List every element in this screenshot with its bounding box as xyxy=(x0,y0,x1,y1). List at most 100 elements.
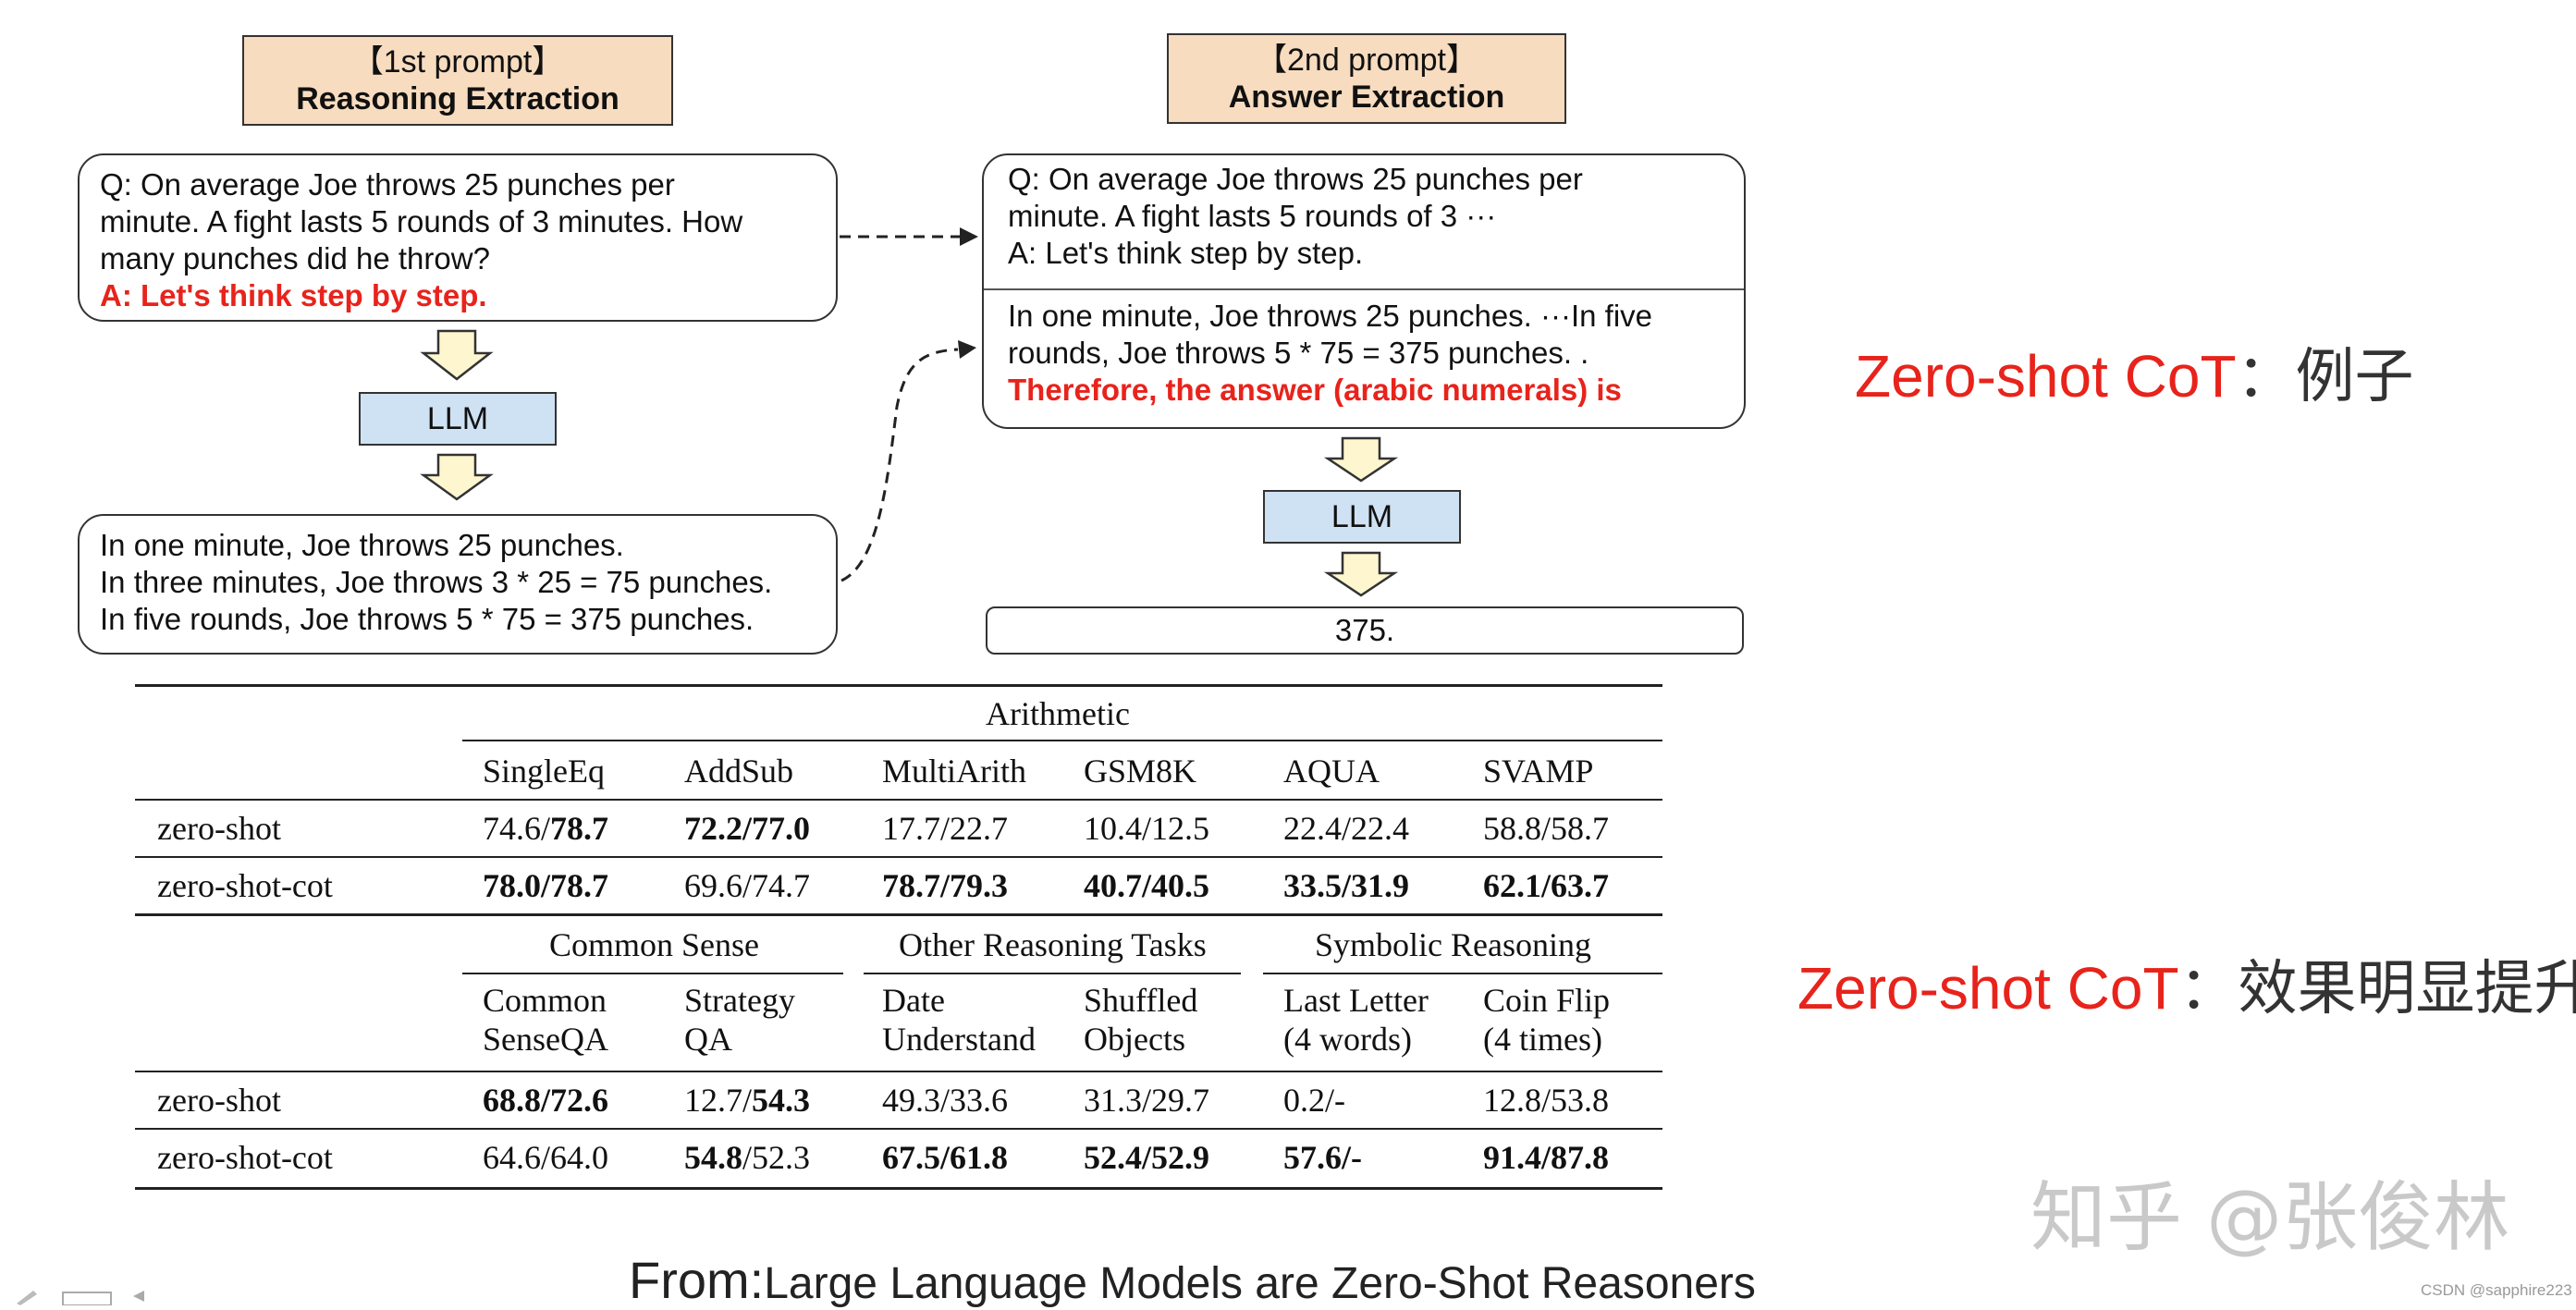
group-other-reasoning: Other Reasoning Tasks xyxy=(899,926,1207,963)
row-label: zero-shot xyxy=(157,1082,281,1119)
llm-box-2: LLM xyxy=(1263,490,1461,544)
score: 31.3/29.7 xyxy=(1084,1082,1210,1119)
best-score: 67.5/61.8 xyxy=(882,1139,1009,1176)
col-header: SingleEq xyxy=(483,753,605,790)
score: 12.8/53.8 xyxy=(1483,1082,1610,1119)
score-cell: 57.6/- xyxy=(1283,1137,1362,1178)
reasoning-line: In one minute, Joe throws 25 punches. xyxy=(100,528,624,562)
best-score: 40.7/40.5 xyxy=(1084,867,1210,904)
prompt-line: minute. A fight lasts 5 rounds of 3 ··· xyxy=(1008,199,1497,233)
score: 74.6/ xyxy=(483,810,551,847)
arrow-head-icon xyxy=(958,227,978,359)
score-cell: 78.7/79.3 xyxy=(882,865,1008,906)
col-header: GSM8K xyxy=(1084,753,1197,790)
group-common-sense: Common Sense xyxy=(549,926,760,963)
question-line: many punches did he throw? xyxy=(100,241,490,275)
best-score: 57.6/- xyxy=(1283,1139,1362,1176)
final-answer: 375. xyxy=(1334,613,1395,647)
best-score: 78.0/78.7 xyxy=(483,867,609,904)
source-from: From: xyxy=(629,1251,765,1309)
reasoning-box: In one minute, Joe throws 25 punches. In… xyxy=(78,514,838,655)
pen-tool-icon xyxy=(17,1291,144,1305)
answer-trigger-line: Therefore, the answer (arabic numerals) … xyxy=(1008,373,1622,407)
best-score: 68.8/72.6 xyxy=(483,1082,609,1119)
score-cell: 52.4/52.9 xyxy=(1084,1137,1209,1178)
source-title: Large Language Models are Zero-Shot Reas… xyxy=(764,1259,1756,1308)
score-cell: 49.3/33.6 xyxy=(882,1080,1008,1120)
score: 17.7/22.7 xyxy=(882,810,1009,847)
col-header: Shuffled xyxy=(1084,982,1198,1019)
prompt1-title: Reasoning Extraction xyxy=(296,81,619,116)
col-header: Coin Flip xyxy=(1483,982,1611,1019)
score-cell: 69.6/74.7 xyxy=(684,865,810,906)
prompt2-title: Answer Extraction xyxy=(1228,80,1505,115)
score-cell: 17.7/22.7 xyxy=(882,808,1008,849)
row-label: zero-shot-cot xyxy=(157,867,333,904)
down-arrow-icon xyxy=(420,329,1399,597)
best-score: 52.4/52.9 xyxy=(1084,1139,1210,1176)
source-citation: From:Large Language Models are Zero-Shot… xyxy=(629,1250,1756,1310)
score: 64.6/64.0 xyxy=(483,1139,609,1176)
score: 10.4/12.5 xyxy=(1084,810,1210,847)
results-table: Arithmetic SingleEq AddSub MultiArith GS… xyxy=(135,684,1662,1202)
question-line: minute. A fight lasts 5 rounds of 3 minu… xyxy=(100,204,743,239)
col-header: Common xyxy=(483,982,607,1019)
best-score: 72.2/77.0 xyxy=(684,810,811,847)
prompt-line: rounds, Joe throws 5 * 75 = 375 punches.… xyxy=(1008,336,1589,370)
score: 69.6/74.7 xyxy=(684,867,811,904)
score-cell: 33.5/31.9 xyxy=(1283,865,1409,906)
reasoning-line: In three minutes, Joe throws 3 * 25 = 75… xyxy=(100,565,773,599)
score-cell: 31.3/29.7 xyxy=(1084,1080,1209,1120)
score-cell: 62.1/63.7 xyxy=(1483,865,1609,906)
row-label: zero-shot-cot xyxy=(157,1139,333,1176)
best-score: 78.7 xyxy=(550,810,609,847)
best-score: 62.1/63.7 xyxy=(1483,867,1610,904)
score-cell: 74.6/78.7 xyxy=(483,808,608,849)
best-score: 54.8 xyxy=(684,1139,742,1176)
best-score: 78.7/79.3 xyxy=(882,867,1009,904)
group-symbolic: Symbolic Reasoning xyxy=(1315,926,1591,963)
trigger-line: A: Let's think step by step. xyxy=(100,278,487,312)
csdn-credit: CSDN @sapphire223 xyxy=(2421,1281,2572,1299)
score: 12.7/ xyxy=(684,1082,753,1119)
flow-arrows xyxy=(420,227,1399,597)
score-cell: 22.4/22.4 xyxy=(1283,808,1409,849)
score: /52.3 xyxy=(742,1139,811,1176)
score-cell: 40.7/40.5 xyxy=(1084,865,1209,906)
col-header: SenseQA xyxy=(483,1021,608,1058)
score-cell: 10.4/12.5 xyxy=(1084,808,1209,849)
side-note-red: Zero-shot CoT xyxy=(1855,343,2237,410)
prompt-line: A: Let's think step by step. xyxy=(1008,236,1364,270)
score-cell: 12.7/54.3 xyxy=(684,1080,810,1120)
prompt1-bracket: 【1st prompt】 xyxy=(351,44,564,80)
best-score: 91.4/87.8 xyxy=(1483,1139,1610,1176)
col-header: AQUA xyxy=(1283,753,1380,790)
col-header: Objects xyxy=(1084,1021,1185,1058)
col-header: SVAMP xyxy=(1483,753,1594,790)
score-cell: 58.8/58.7 xyxy=(1483,808,1609,849)
col-header: Understand xyxy=(882,1021,1036,1058)
question-box: Q: On average Joe throws 25 punches per … xyxy=(78,153,838,322)
reasoning-line: In five rounds, Joe throws 5 * 75 = 375 … xyxy=(100,602,754,636)
box-divider xyxy=(984,288,1744,290)
side-note-rest: ：例子 xyxy=(2236,343,2414,410)
question-line: Q: On average Joe throws 25 punches per xyxy=(100,167,675,202)
score: 58.8/58.7 xyxy=(1483,810,1610,847)
score-cell: 54.8/52.3 xyxy=(684,1137,810,1178)
col-header: MultiArith xyxy=(882,753,1027,790)
group-arithmetic: Arithmetic xyxy=(986,695,1130,732)
best-score: 54.3 xyxy=(752,1082,811,1119)
prompt-line: In one minute, Joe throws 25 punches. ··… xyxy=(1008,299,1653,333)
prompt-line: Q: On average Joe throws 25 punches per xyxy=(1008,162,1583,196)
llm-box-1: LLM xyxy=(359,392,557,446)
best-score: 33.5/31.9 xyxy=(1283,867,1410,904)
col-header: QA xyxy=(684,1021,732,1058)
col-header: AddSub xyxy=(684,753,794,790)
score-cell: 78.0/78.7 xyxy=(483,865,608,906)
score-cell: 64.6/64.0 xyxy=(483,1137,608,1178)
answer-prompt-box: Q: On average Joe throws 25 punches per … xyxy=(982,153,1746,429)
dashed-arrow-icon xyxy=(840,235,962,582)
side-note-red: Zero-shot CoT xyxy=(1797,955,2179,1022)
col-header: (4 times) xyxy=(1483,1021,1602,1058)
col-header: Last Letter xyxy=(1283,982,1429,1019)
